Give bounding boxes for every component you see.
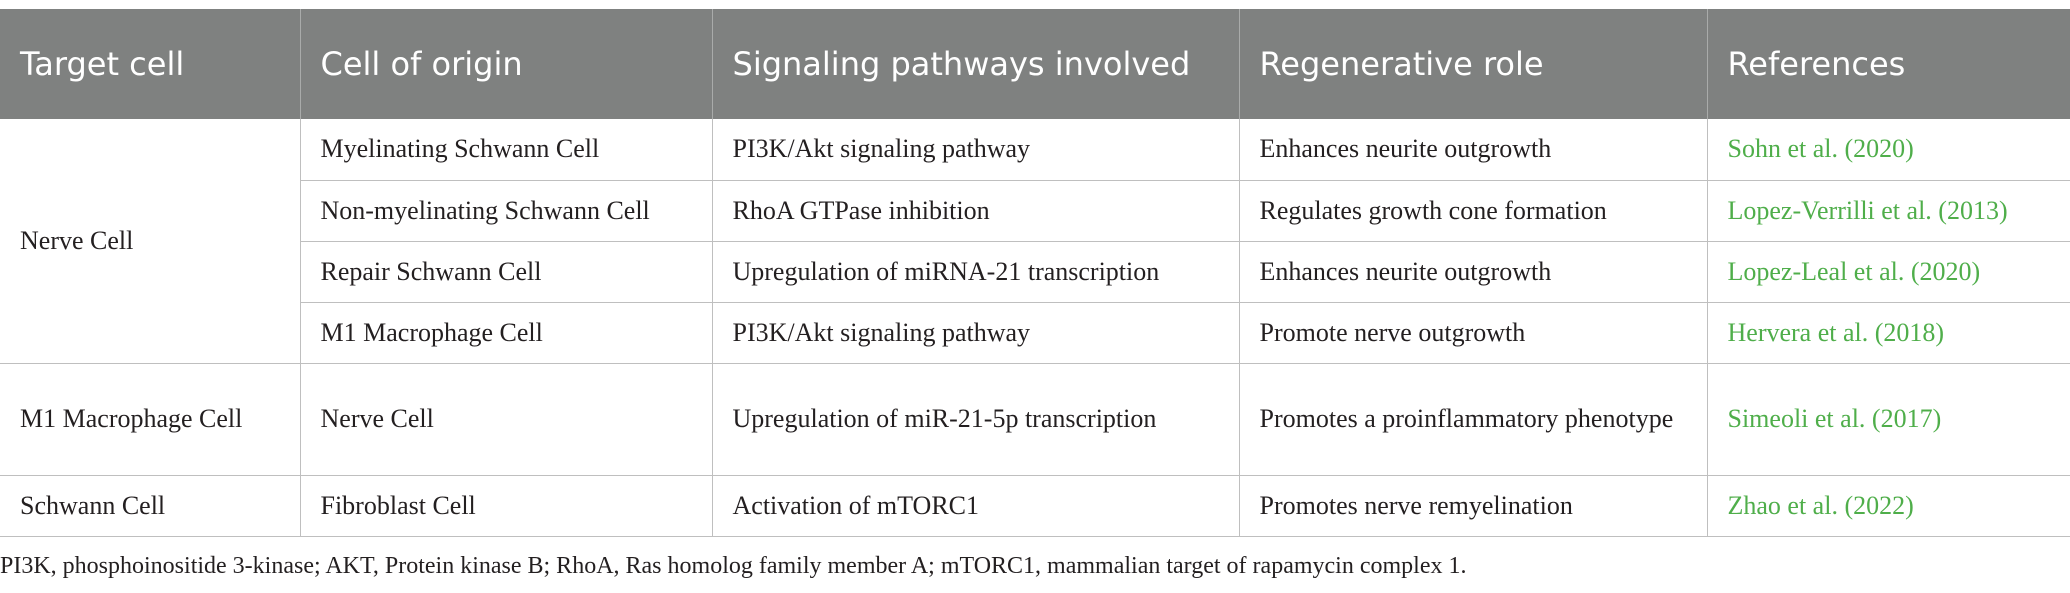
table-footnote: PI3K, phosphoinositide 3-kinase; AKT, Pr… [0, 553, 1467, 579]
cell-role: Regulates growth cone formation [1239, 180, 1708, 242]
table-row: Non-myelinating Schwann Cell RhoA GTPase… [0, 180, 2070, 242]
data-table: Target cell Cell of origin Signaling pat… [0, 9, 2070, 537]
cell-origin: M1 Macrophage Cell [300, 302, 713, 364]
header-signaling-pathways: Signaling pathways involved [712, 9, 1240, 119]
cell-pathway: Upregulation of miR-21-5p transcription [712, 363, 1240, 476]
cell-pathway: PI3K/Akt signaling pathway [712, 119, 1240, 181]
cell-origin: Non-myelinating Schwann Cell [300, 180, 713, 242]
table-row: Nerve Cell Myelinating Schwann Cell PI3K… [0, 119, 2070, 364]
cell-origin: Repair Schwann Cell [300, 241, 713, 303]
reference-link[interactable]: Sohn et al. (2020) [1707, 119, 2070, 181]
cell-pathway: Upregulation of miRNA-21 transcription [712, 241, 1240, 303]
cell-role: Enhances neurite outgrowth [1239, 119, 1708, 181]
cell-origin: Fibroblast Cell [300, 475, 713, 537]
header-references: References [1707, 9, 2070, 119]
cell-role: Enhances neurite outgrowth [1239, 241, 1708, 303]
table-row: M1 Macrophage Cell PI3K/Akt signaling pa… [0, 302, 2070, 364]
cell-pathway: RhoA GTPase inhibition [712, 180, 1240, 242]
cell-origin: Myelinating Schwann Cell [300, 119, 713, 181]
reference-link[interactable]: Zhao et al. (2022) [1707, 475, 2070, 537]
target-cell: Nerve Cell [0, 119, 301, 364]
table-row: M1 Macrophage Cell Nerve Cell Upregulati… [0, 363, 2070, 476]
header-row: Target cell Cell of origin Signaling pat… [0, 9, 2070, 119]
target-cell: Schwann Cell [0, 475, 301, 537]
header-regenerative-role: Regenerative role [1239, 9, 1708, 119]
cell-role: Promote nerve outgrowth [1239, 302, 1708, 364]
table-container: Target cell Cell of origin Signaling pat… [0, 9, 2070, 537]
target-cell: M1 Macrophage Cell [0, 363, 301, 476]
header-target-cell: Target cell [0, 9, 301, 119]
cell-pathway: PI3K/Akt signaling pathway [712, 302, 1240, 364]
cell-origin: Nerve Cell [300, 363, 713, 476]
reference-link[interactable]: Hervera et al. (2018) [1707, 302, 2070, 364]
reference-link[interactable]: Lopez-Leal et al. (2020) [1707, 241, 2070, 303]
table-row: Schwann Cell Fibroblast Cell Activation … [0, 475, 2070, 537]
cell-role: Promotes nerve remyelination [1239, 475, 1708, 537]
table-row: Repair Schwann Cell Upregulation of miRN… [0, 241, 2070, 303]
header-cell-of-origin: Cell of origin [300, 9, 713, 119]
cell-role: Promotes a proinflammatory phenotype [1239, 363, 1708, 476]
reference-link[interactable]: Lopez-Verrilli et al. (2013) [1707, 180, 2070, 242]
cell-pathway: Activation of mTORC1 [712, 475, 1240, 537]
reference-link[interactable]: Simeoli et al. (2017) [1707, 363, 2070, 476]
